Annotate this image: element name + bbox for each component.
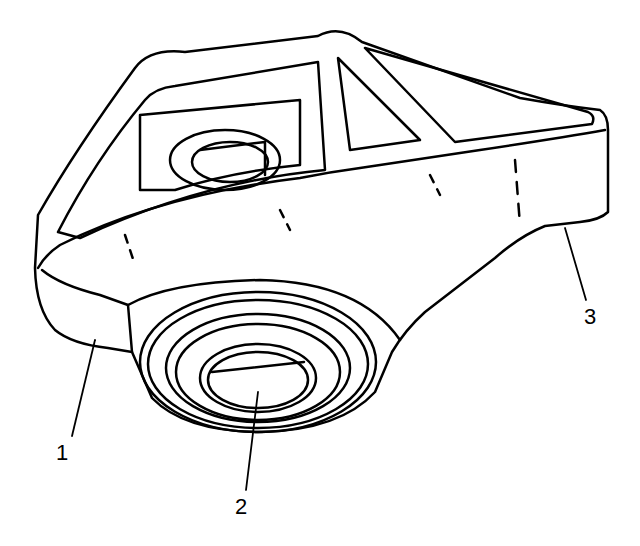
callout-number: 3 — [584, 306, 596, 328]
rocker-arm-body — [35, 31, 608, 432]
rocker-arm-web — [338, 58, 420, 150]
trunnion-boss — [128, 280, 400, 340]
highlight-lines — [125, 175, 440, 265]
callout-number: 2 — [235, 496, 247, 518]
pushrod-socket-inner — [192, 142, 268, 182]
rocker-arm-rail — [38, 130, 605, 268]
trunnion-ring — [166, 314, 350, 422]
pad-edge — [515, 160, 520, 225]
pushrod-seat — [140, 100, 300, 190]
trunnion-bore — [200, 344, 316, 412]
trunnion-ring — [140, 292, 376, 432]
leader-line — [246, 392, 258, 490]
rocker-arm-window — [58, 62, 325, 238]
trunnion-bore-inner — [208, 352, 308, 408]
bore-slot — [212, 362, 304, 372]
trunnion-ring — [148, 300, 368, 428]
callout-number: 1 — [56, 442, 68, 464]
rocker-arm-pad — [365, 48, 593, 142]
leader-line — [72, 340, 95, 436]
trunnion-ring — [176, 324, 340, 420]
side-face — [42, 270, 132, 352]
pushrod-socket — [170, 130, 280, 190]
seat-edge — [200, 142, 265, 175]
leader-line — [565, 228, 586, 300]
